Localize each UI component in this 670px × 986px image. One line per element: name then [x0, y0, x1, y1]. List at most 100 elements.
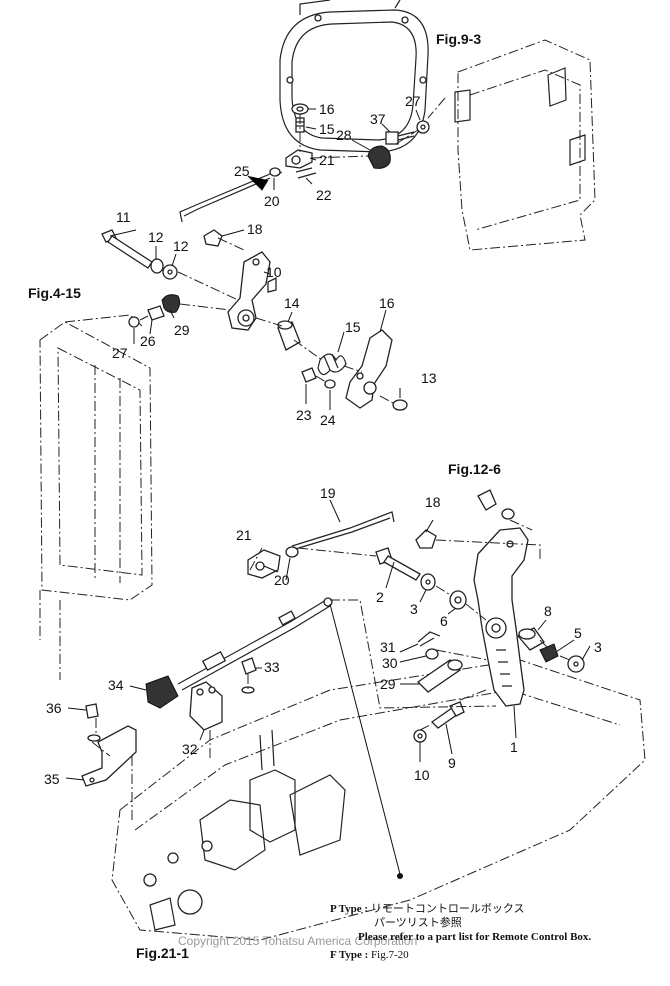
- callout-33: 33: [264, 659, 280, 675]
- part-8-nut: [413, 729, 427, 743]
- callout-35: 35: [44, 771, 60, 787]
- part-28-knob-left: [161, 294, 181, 313]
- fig-4-15-frame-outline: [39, 314, 153, 680]
- callout-20b: 20: [274, 572, 290, 588]
- p-type-jp-line1: リモートコントロールボックス: [370, 903, 525, 915]
- callout-34: 34: [108, 677, 124, 693]
- part-37-bolt: [385, 131, 415, 145]
- callout-20: 20: [264, 193, 280, 209]
- callout-32: 32: [182, 741, 198, 757]
- callout-22: 22: [316, 187, 332, 203]
- figref-fig-12-6: Fig.12-6: [448, 461, 501, 477]
- callout-18: 18: [247, 221, 263, 237]
- part-27-nut-upper: [416, 120, 430, 134]
- fig-12-6-bolt: [477, 489, 515, 520]
- part-20-nut-lower: [285, 546, 299, 558]
- callout-3b: 3: [594, 639, 602, 655]
- figref-fig-21-1: Fig.21-1: [136, 945, 189, 961]
- lower-cowl-outline: [111, 659, 646, 941]
- callout-15: 16: [379, 295, 395, 311]
- part-18-clip-lower: [415, 529, 437, 549]
- callout-26: 26: [140, 333, 156, 349]
- callout-28: 28: [336, 127, 352, 143]
- callout-21: 21: [319, 152, 335, 168]
- part-36-bolt: [85, 703, 101, 742]
- callout-30: 30: [382, 655, 398, 671]
- part-10-bolt: [101, 229, 153, 269]
- callout-labels: 16 15 21 22 20 25 28 37 27 18 11 12 12 1…: [44, 93, 602, 787]
- part-7-bolt: [430, 701, 465, 729]
- part-12-washer-left: [162, 264, 178, 280]
- part-25-rod: [179, 173, 271, 223]
- part-35-bracket: [81, 725, 137, 787]
- f-type-value: Fig.7-20: [371, 949, 409, 961]
- part-31-clip: [417, 631, 441, 647]
- part-23-screw: [301, 367, 317, 383]
- part-29-pin: [416, 659, 463, 693]
- part-30-washer: [425, 648, 439, 660]
- callout-5: 6: [440, 613, 448, 629]
- part-33-screw: [241, 657, 257, 694]
- part-26-screw: [147, 305, 165, 321]
- fig-9-3-bracket-outline: [427, 39, 596, 251]
- part-18-clip-upper: [203, 229, 223, 247]
- callout-11: 12: [148, 229, 164, 245]
- callout-1: 1: [510, 739, 518, 755]
- part-3-washer-left: [420, 573, 436, 591]
- copyright-watermark: Copyright 2015 Tohatsu America Corporati…: [178, 934, 418, 948]
- callout-23: 23: [296, 407, 312, 423]
- part-13-sleeve: [277, 320, 301, 351]
- callout-36: 36: [46, 700, 62, 716]
- part-28-knob-upper: [367, 145, 391, 169]
- throttle-cable: [177, 597, 333, 691]
- part-21-upper-socket: [285, 149, 313, 169]
- callout-8: 10: [414, 767, 430, 783]
- callout-37: 37: [370, 111, 386, 127]
- callout-2: 2: [376, 589, 384, 605]
- f-type-label: F Type :: [330, 949, 369, 961]
- callout-4: 5: [574, 625, 582, 641]
- callout-14: 15: [345, 319, 361, 335]
- callout-27b: 27: [112, 345, 128, 361]
- p-type-en: Please refer to a part list for Remote C…: [358, 931, 592, 943]
- part-24-washer: [324, 379, 336, 389]
- callout-16: 15: [319, 121, 335, 137]
- p-type-label: P Type :: [330, 903, 369, 915]
- callout-29: 29: [380, 676, 396, 692]
- callout-9: 10: [266, 264, 282, 280]
- part-6-collar: [516, 627, 545, 651]
- figref-fig-4-15: Fig.4-15: [28, 285, 81, 301]
- part-12-washer-right: [392, 399, 408, 411]
- p-type-line-2: パーツリスト参照: [330, 916, 665, 930]
- callout-13: 14: [284, 295, 300, 311]
- part-32-bracket: [189, 681, 223, 731]
- part-15-lever: [345, 329, 393, 409]
- callout-27: 27: [405, 93, 421, 109]
- callout-25: 25: [234, 163, 250, 179]
- part-1-throttle-lever: [473, 527, 529, 707]
- assembly-lines: [91, 114, 571, 820]
- callout-24: 24: [320, 412, 336, 428]
- callout-18b: 18: [425, 494, 441, 510]
- part-4-spacer: [539, 643, 559, 663]
- callout-leaders: [65, 108, 591, 781]
- callout-3a: 3: [410, 601, 418, 617]
- callout-12b: 13: [421, 370, 437, 386]
- callout-21b: 21: [236, 527, 252, 543]
- callout-12: 12: [173, 238, 189, 254]
- part-27-nut-left: [128, 316, 140, 328]
- top-flywheel-cover-outline: [279, 0, 429, 153]
- callout-31: 31: [380, 639, 396, 655]
- part-19-rod: [291, 511, 395, 551]
- figref-fig-9-3: Fig.9-3: [436, 31, 481, 47]
- callout-10: 11: [116, 209, 131, 225]
- part-17-washer: [291, 103, 309, 115]
- part-11-washer: [150, 258, 164, 274]
- callout-17: 16: [319, 101, 335, 117]
- part-3-washer-right: [567, 655, 585, 673]
- part-2-bolt: [375, 547, 421, 581]
- part-22-clip: [295, 167, 317, 179]
- p-type-line-3: Please refer to a part list for Remote C…: [330, 930, 665, 944]
- p-type-line-1: P Type : リモートコントロールボックス: [330, 902, 665, 916]
